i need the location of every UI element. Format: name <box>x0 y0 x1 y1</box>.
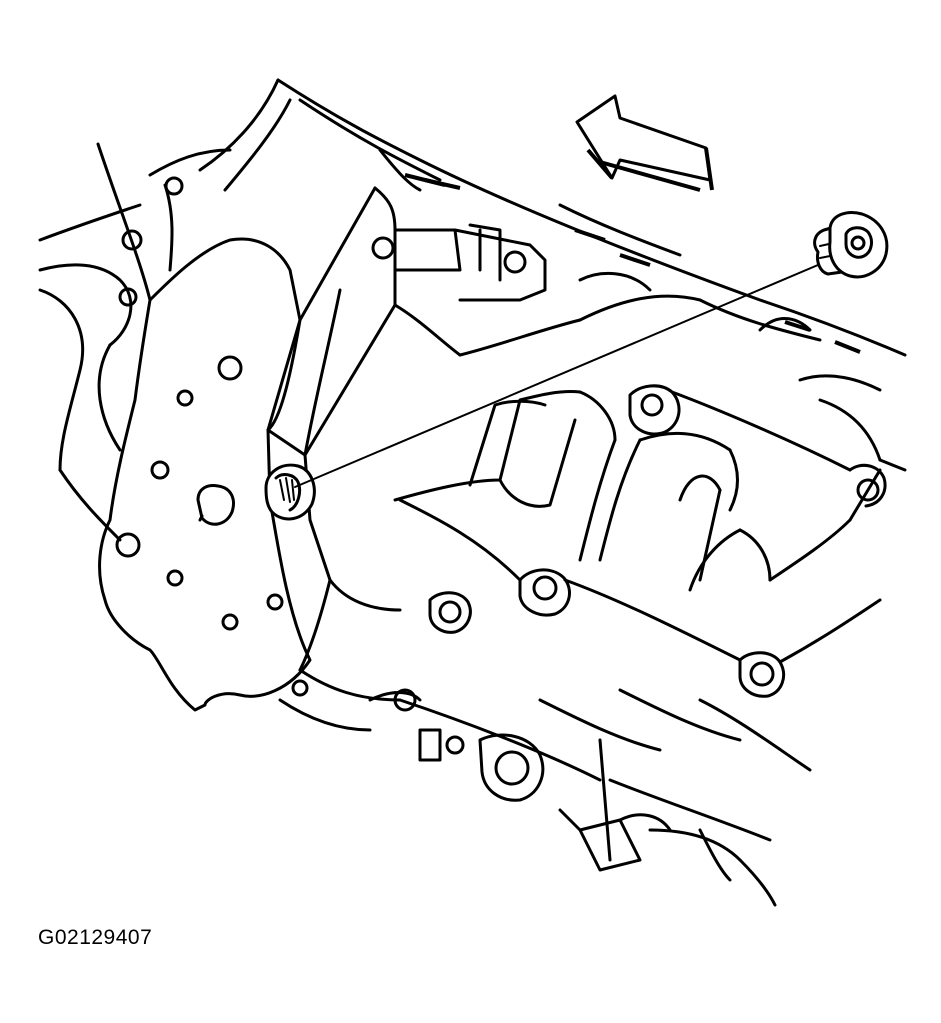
oil-pan-rail <box>278 668 812 907</box>
front-arrow-icon <box>575 94 714 192</box>
figure-id-label: G02129407 <box>38 926 153 949</box>
leader-line <box>294 261 826 488</box>
plug-port <box>264 463 316 521</box>
left-housing <box>38 78 292 542</box>
upper-deck <box>276 78 907 392</box>
crankcase-bays <box>393 390 907 592</box>
cover-plate <box>98 237 312 712</box>
block-front-face <box>266 186 402 672</box>
bearing-bosses <box>398 384 887 698</box>
plug-icon <box>813 211 889 279</box>
